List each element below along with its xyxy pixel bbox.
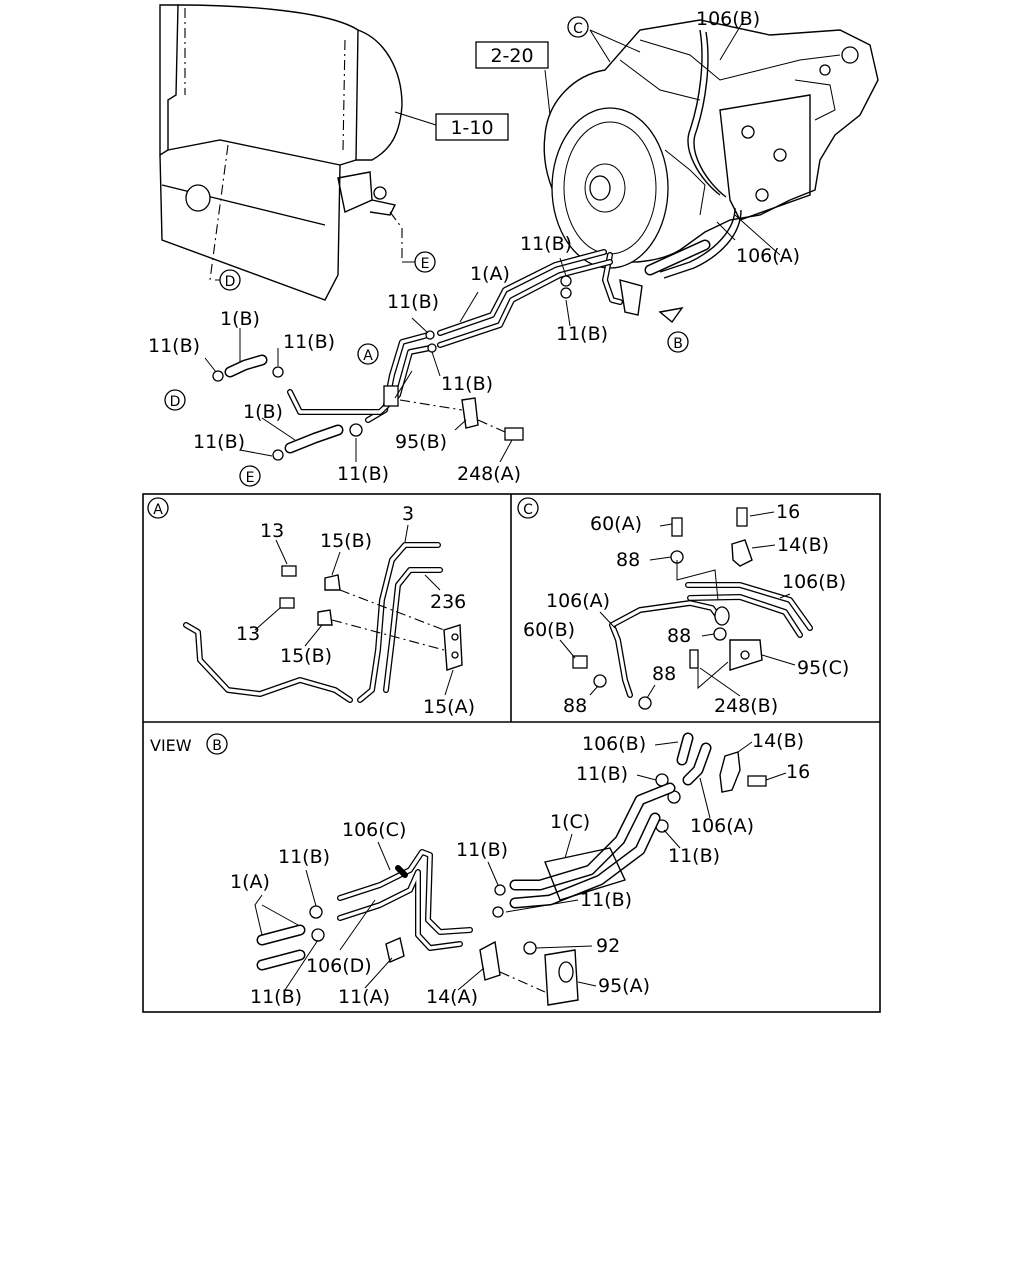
label-c-16: 16 — [776, 501, 800, 523]
label-11b-c: 11(B) — [387, 291, 439, 313]
label-11b-e: 11(B) — [148, 335, 200, 357]
label-11b-d: 11(B) — [441, 373, 493, 395]
label-11b-h: 11(B) — [337, 463, 389, 485]
label-v-11b-4: 11(B) — [278, 846, 330, 868]
label-a-3: 3 — [402, 503, 414, 525]
label-v-14a: 14(A) — [426, 986, 478, 1008]
label-11b-a: 11(B) — [520, 233, 572, 255]
label-c-60b: 60(B) — [523, 619, 575, 641]
label-a-15b-1: 15(B) — [320, 530, 372, 552]
label-c-88-4: 88 — [563, 695, 587, 717]
label-v-92: 92 — [596, 935, 620, 957]
hose-routing-main — [212, 249, 684, 461]
panel-c-callouts: 60(A) 16 14(B) 88 106(B) 106(A) 60(B) 88… — [523, 501, 849, 717]
panel-a-detail: A — [147, 497, 463, 703]
label-c-88-2: 88 — [667, 625, 691, 647]
label-v-11b-6: 11(B) — [250, 986, 302, 1008]
label-11b-g: 11(B) — [193, 431, 245, 453]
label-c-248b: 248(B) — [714, 695, 778, 717]
label-v-106d: 106(D) — [306, 955, 372, 977]
label-v-11b-2: 11(B) — [668, 845, 720, 867]
label-c-106a: 106(A) — [546, 590, 610, 612]
label-106a-top: 106(A) — [736, 245, 800, 267]
label-v-1a: 1(A) — [230, 871, 270, 893]
view-b-marker: B — [212, 738, 222, 754]
transmission-drawing — [543, 19, 879, 279]
circle-a-top: A — [363, 348, 373, 364]
label-1b-a: 1(B) — [220, 308, 260, 330]
label-a-13-2: 13 — [236, 623, 260, 645]
label-v-106a: 106(A) — [690, 815, 754, 837]
ref-box-2-20: 2-20 — [475, 41, 549, 69]
label-v-1c: 1(C) — [550, 811, 590, 833]
label-c-88-1: 88 — [616, 549, 640, 571]
panel-c-marker: C — [523, 502, 533, 518]
circle-c-top: C — [573, 21, 583, 37]
label-a-13-1: 13 — [260, 520, 284, 542]
panel-view-b-detail: VIEW B — [150, 732, 767, 1006]
ref-1-10-label: 1-10 — [450, 117, 493, 139]
label-v-11b-3: 11(B) — [456, 839, 508, 861]
label-v-11a: 11(A) — [338, 986, 390, 1008]
label-11b-f: 11(B) — [283, 331, 335, 353]
circle-e-top: E — [421, 256, 430, 272]
label-v-16: 16 — [786, 761, 810, 783]
label-a-15b-2: 15(B) — [280, 645, 332, 667]
panel-a-callouts: 13 13 15(B) 15(B) 3 236 15(A) — [236, 503, 475, 718]
label-1b-b: 1(B) — [243, 401, 283, 423]
label-248a: 248(A) — [457, 463, 521, 485]
ref-box-1-10: 1-10 — [435, 113, 509, 141]
label-v-106b: 106(B) — [582, 733, 646, 755]
label-c-60a: 60(A) — [590, 513, 642, 535]
circle-markers-top: C D E A B D E — [164, 16, 689, 487]
label-v-14b: 14(B) — [752, 730, 804, 752]
label-c-95c: 95(C) — [797, 657, 849, 679]
label-v-11b-5: 11(B) — [580, 889, 632, 911]
radiator-drawing — [159, 4, 437, 301]
circle-d-left: D — [170, 394, 181, 410]
circle-d-top: D — [225, 274, 236, 290]
panel-view-b-callouts: 106(B) 14(B) 11(B) 16 106(A) 1(C) 11(B) … — [230, 730, 810, 1008]
label-11b-b: 11(B) — [556, 323, 608, 345]
detail-panel-frame — [142, 493, 881, 1013]
label-95b: 95(B) — [395, 431, 447, 453]
label-1a-top: 1(A) — [470, 263, 510, 285]
circle-b-top: B — [673, 336, 683, 352]
label-c-88-3: 88 — [652, 663, 676, 685]
view-label: VIEW — [150, 736, 192, 755]
label-a-15a: 15(A) — [423, 696, 475, 718]
circle-e-left: E — [246, 470, 255, 486]
label-v-11b-1: 11(B) — [576, 763, 628, 785]
panel-c-detail: C — [517, 497, 813, 710]
label-c-14b: 14(B) — [777, 534, 829, 556]
label-a-236: 236 — [430, 591, 466, 613]
panel-a-marker: A — [153, 502, 163, 518]
label-106b-top: 106(B) — [696, 8, 760, 30]
main-callouts: 106(B) 106(A) 11(B) 1(A) 11(B) 11(B) 11(… — [148, 8, 800, 485]
label-c-106b: 106(B) — [782, 571, 846, 593]
ref-2-20-label: 2-20 — [490, 45, 533, 67]
label-v-95a: 95(A) — [598, 975, 650, 997]
label-v-106c: 106(C) — [342, 819, 406, 841]
